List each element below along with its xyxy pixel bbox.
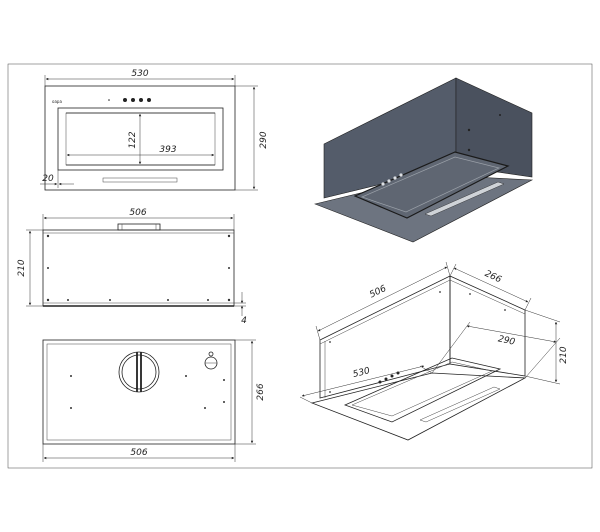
sheet-frame bbox=[7, 63, 593, 469]
front-view: oapa 530 290 122 393 20 bbox=[40, 69, 269, 191]
front-width-label: 530 bbox=[131, 69, 148, 79]
iso-render bbox=[313, 77, 534, 243]
iso-front-panel bbox=[310, 372, 527, 441]
front-offset-label: 20 bbox=[42, 174, 54, 184]
control-button-4 bbox=[147, 98, 151, 102]
iso-light-strip bbox=[419, 386, 501, 423]
iso-side-wall bbox=[449, 275, 526, 377]
iso-height-label: 210 bbox=[559, 346, 569, 363]
control-buttons bbox=[108, 98, 151, 102]
iso-panel-depth-label: 290 bbox=[497, 334, 516, 347]
render-filter-frame bbox=[353, 151, 510, 219]
iso-panel-width-label: 530 bbox=[352, 366, 371, 380]
render-buttons bbox=[381, 173, 403, 186]
control-button-2 bbox=[131, 98, 135, 102]
front-light-strip bbox=[102, 177, 178, 183]
render-side-wall bbox=[455, 77, 533, 178]
front-inner-width-label: 393 bbox=[159, 145, 176, 155]
front-inner-height-label: 122 bbox=[128, 131, 138, 148]
iso-panel-depth-dimension bbox=[466, 325, 557, 343]
side-width-label: 506 bbox=[129, 208, 146, 218]
top-depth-label: 266 bbox=[256, 383, 266, 400]
side-flange-label: 4 bbox=[241, 316, 247, 326]
control-button-3 bbox=[139, 98, 143, 102]
top-body-outline bbox=[42, 339, 236, 445]
control-button-1 bbox=[123, 98, 127, 102]
brand-logo: oapa bbox=[52, 99, 62, 104]
iso-width-label: 506 bbox=[368, 284, 388, 301]
side-screws bbox=[46, 234, 231, 302]
front-filter-frame-inner bbox=[65, 112, 216, 166]
iso-depth-label: 266 bbox=[483, 269, 503, 285]
side-view: 506 210 4 bbox=[17, 208, 247, 326]
iso-width-dimension bbox=[317, 266, 448, 332]
top-view: 266 506 bbox=[42, 339, 266, 462]
iso-view: 506 266 290 530 210 bbox=[299, 261, 569, 441]
side-duct-collar bbox=[117, 223, 161, 231]
front-filter-frame-outer bbox=[57, 107, 224, 171]
top-duct-outlet bbox=[118, 351, 160, 393]
iso-panel-width-dimension bbox=[301, 365, 425, 397]
front-height-label: 290 bbox=[259, 131, 269, 148]
side-body-outline bbox=[42, 229, 235, 307]
top-width-label: 506 bbox=[130, 448, 147, 458]
iso-depth-dimension bbox=[453, 267, 529, 303]
render-light-strip bbox=[424, 181, 505, 217]
top-screws bbox=[70, 375, 225, 409]
side-height-label: 210 bbox=[17, 259, 27, 276]
front-panel-outline bbox=[44, 85, 236, 191]
